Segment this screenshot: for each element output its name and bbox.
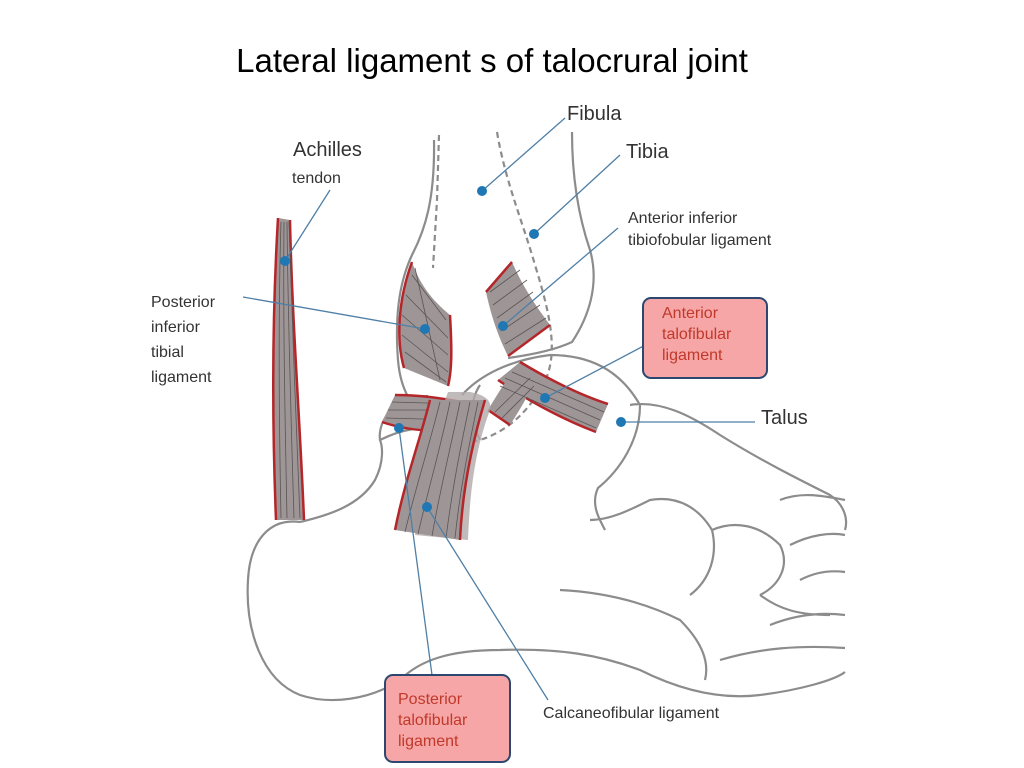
- dot-aitf: [498, 321, 508, 331]
- dot-achilles: [280, 256, 290, 266]
- calcaneofibular-ligament-shape: [393, 392, 491, 541]
- tibia-front-outline: [507, 131, 595, 360]
- dot-fibula: [477, 186, 487, 196]
- label-anterior-inferior-tibiofibular-ligament: Anterior inferior tibiofobular ligament: [628, 210, 772, 249]
- ligaments: [271, 217, 609, 541]
- label-achilles: Achilles: [293, 139, 362, 161]
- anterior-inferior-tibiofibular-ligament-shape: [485, 261, 551, 358]
- label-anterior-talofibular-ligament: Anterior talofibular ligament: [662, 305, 732, 364]
- talus-head: [629, 403, 848, 531]
- leader-aitf: [502, 227, 619, 327]
- leader-cfl: [426, 506, 549, 701]
- leader-tibia: [533, 154, 621, 235]
- label-calcaneofibular-ligament: Calcaneofibular ligament: [543, 705, 720, 722]
- dot-tibia: [529, 229, 539, 239]
- calcaneus-outline: [246, 520, 846, 702]
- cuneiform-1: [711, 523, 785, 596]
- metatarsal-5: [719, 645, 846, 662]
- cuneiform-2: [759, 594, 831, 617]
- leader-lines: [242, 117, 755, 701]
- highlight-box-posterior-talofibular: [384, 674, 511, 763]
- metatarsal-4: [769, 612, 846, 627]
- dot-talus: [616, 417, 626, 427]
- highlight-box-anterior-talofibular: [642, 297, 768, 379]
- anterior-talofibular-ligament-shape: [487, 360, 609, 434]
- dot-atfl: [540, 393, 550, 403]
- bones: [246, 131, 848, 702]
- leader-fibula: [481, 117, 566, 192]
- dot-cfl: [422, 502, 432, 512]
- label-fibula: Fibula: [567, 103, 622, 125]
- leader-ptfl: [398, 427, 433, 676]
- leader-pitl: [242, 296, 426, 330]
- posterior-inferior-tibial-ligament-shape: [398, 261, 453, 387]
- talus-outline: [461, 353, 642, 531]
- label-posterior-inferior-tibial-ligament: Posterior inferior tibial ligament: [151, 294, 216, 386]
- slide-title: Lateral ligament s of talocrural joint: [236, 42, 748, 79]
- cuboid-outline: [559, 588, 708, 681]
- dot-ptfl: [394, 423, 404, 433]
- leader-dots: [280, 186, 626, 512]
- metatarsal-3: [799, 570, 846, 581]
- navicular-outline: [589, 497, 716, 596]
- dot-pitl: [420, 324, 430, 334]
- fibula-dashed-outline: [431, 134, 441, 269]
- label-posterior-talofibular-ligament: Posterior talofibular ligament: [398, 691, 468, 750]
- label-talus: Talus: [761, 407, 808, 429]
- label-tibia: Tibia: [626, 141, 669, 163]
- tibia-shaft-outline: [395, 139, 436, 411]
- leader-atfl: [544, 339, 656, 399]
- leader-achilles: [284, 189, 331, 262]
- metatarsal-1: [779, 493, 846, 502]
- label-achilles-tendon: tendon: [292, 170, 341, 187]
- metatarsal-2: [789, 532, 846, 546]
